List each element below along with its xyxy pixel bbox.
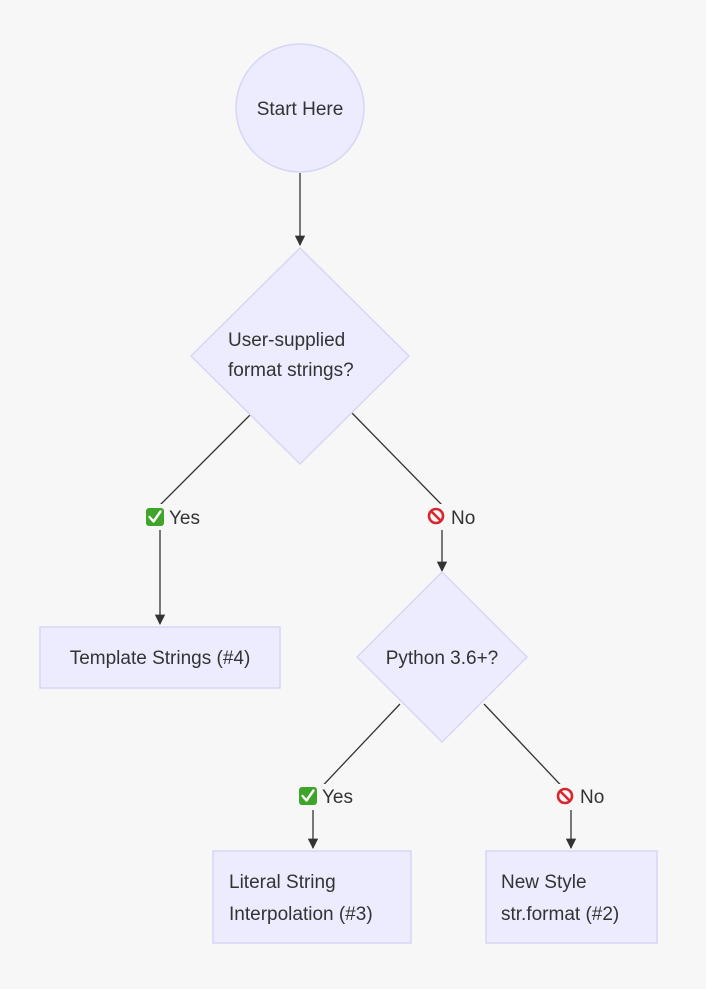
prohibited-icon (427, 507, 445, 525)
node-python-36-decision[interactable]: Python 3.6+? (355, 570, 529, 744)
node-new-style-str-format[interactable]: New Style str.format (#2) (485, 850, 658, 944)
node-label-line-2: format strings? (228, 360, 354, 381)
edge-user-no (351, 412, 448, 573)
edge-label-text: Yes (169, 508, 200, 529)
node-label: Start Here (257, 99, 344, 120)
edge-label-text: No (451, 508, 475, 529)
edge-label-user-yes: Yes (144, 504, 208, 530)
prohibited-icon (556, 787, 574, 805)
node-label: Template Strings (#4) (70, 648, 251, 669)
edge-python-yes (307, 703, 401, 850)
edge-label-python-no: No (553, 784, 609, 810)
node-label-line-2: Interpolation (#3) (229, 904, 373, 925)
node-label-line-1: Literal String (229, 872, 336, 893)
edge-label-text: No (580, 787, 604, 808)
node-template-strings[interactable]: Template Strings (#4) (39, 626, 281, 689)
edge-python-no (483, 703, 577, 850)
check-mark-icon (299, 787, 317, 805)
node-literal-string-interpolation[interactable]: Literal String Interpolation (#3) (212, 850, 412, 944)
node-user-supplied-decision[interactable]: User-supplied format strings? (189, 246, 411, 466)
edge-label-text: Yes (322, 787, 353, 808)
node-label: Python 3.6+? (386, 648, 499, 669)
check-mark-icon (146, 508, 164, 526)
edge-label-python-yes: Yes (297, 784, 361, 810)
edge-label-user-no: No (425, 504, 481, 530)
node-start-here[interactable]: Start Here (235, 43, 365, 173)
node-label-line-2: str.format (#2) (501, 904, 619, 925)
node-label-line-1: New Style (501, 872, 587, 893)
node-label-line-1: User-supplied (228, 330, 345, 351)
